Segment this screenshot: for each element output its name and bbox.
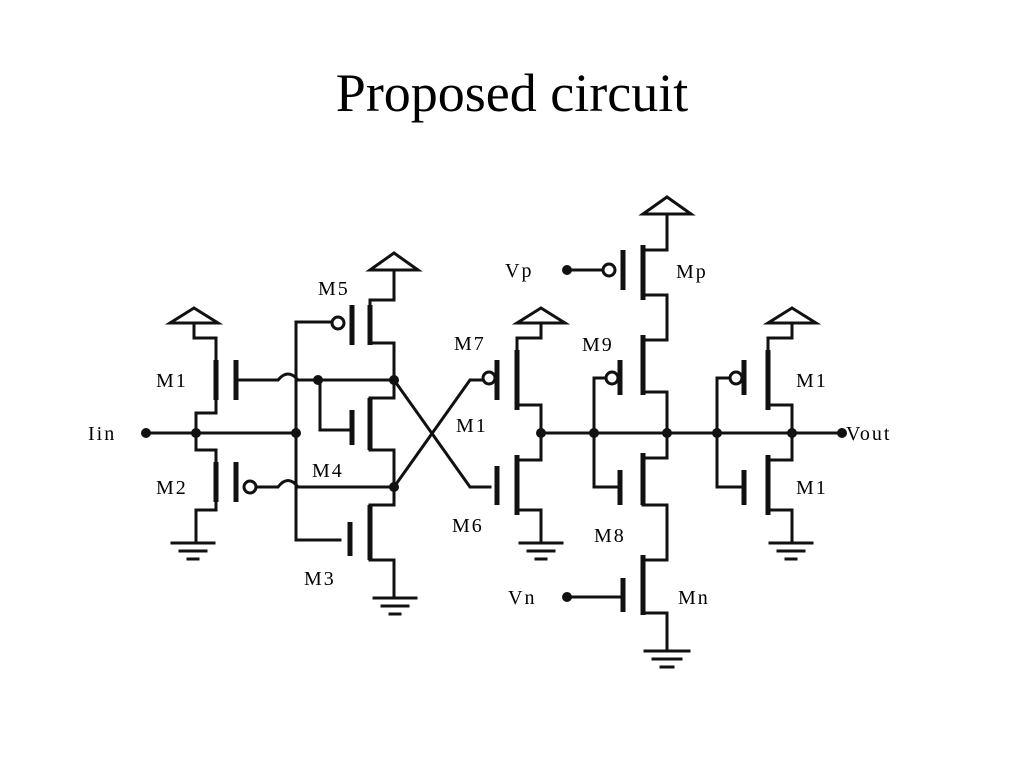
m3-m4-m5-column	[316, 268, 396, 600]
label-m1-left: M1	[156, 370, 188, 392]
cross-wire-b	[391, 378, 486, 490]
cross-wire-a	[391, 377, 492, 489]
label-m8: M8	[594, 525, 626, 547]
ground-symbols	[170, 541, 814, 669]
label-m3: M3	[304, 568, 336, 590]
label-iin: Iin	[88, 423, 116, 445]
label-m6: M6	[452, 515, 484, 537]
node-wire-left	[294, 320, 342, 542]
label-m5: M5	[318, 278, 350, 300]
label-m7: M7	[454, 333, 486, 355]
vdd-symbols	[164, 195, 822, 325]
label-vout: Vout	[846, 423, 891, 445]
label-mn: Mn	[678, 587, 710, 609]
label-m9: M9	[582, 334, 614, 356]
output-inverter	[715, 321, 844, 545]
label-vp: Vp	[505, 260, 533, 282]
m1-m2-inverter	[192, 321, 395, 545]
slide-title: Proposed circuit	[335, 63, 689, 123]
label-m4: M4	[312, 460, 344, 482]
label-m2: M2	[156, 477, 188, 499]
label-m1-right-top: M1	[796, 370, 828, 392]
label-vn: Vn	[508, 587, 536, 609]
label-m1-right-bot: M1	[796, 477, 828, 499]
junction-dots	[141, 265, 847, 602]
label-m1-mid: M1	[456, 415, 488, 437]
m8-m9-inverter	[592, 360, 623, 505]
m6-m7-inverter	[481, 321, 543, 545]
mp-mn-stack	[565, 212, 669, 653]
label-mp: Mp	[676, 261, 708, 283]
